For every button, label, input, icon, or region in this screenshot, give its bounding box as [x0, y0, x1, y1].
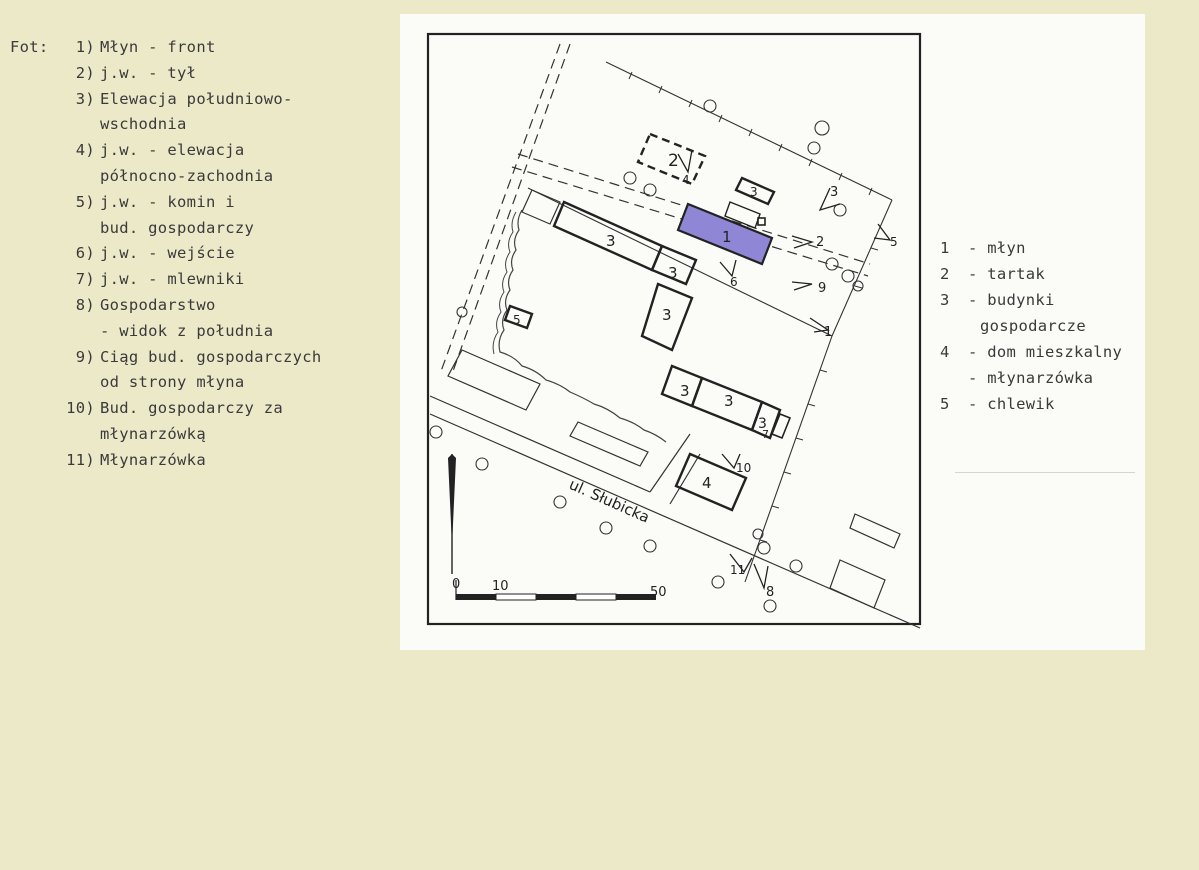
caption-number: 11): [66, 450, 95, 469]
legend-text: - budynki: [968, 291, 1055, 309]
legend-text: - chlewik: [968, 395, 1055, 413]
fence-ticks: [628, 71, 879, 543]
label-outbuilding-3: 3: [662, 306, 672, 324]
photo-number-7: 7: [762, 428, 769, 441]
building-pigsty: [503, 304, 534, 330]
unnumbered-buildings: [447, 189, 901, 609]
photo-number-6: 6: [730, 275, 738, 289]
outbuildings: [552, 176, 792, 440]
caption-text: j.w. - elewacja: [100, 141, 245, 160]
legend-key: 2: [940, 265, 950, 283]
photo-number-3: 3: [830, 185, 838, 200]
photo-number-8: 8: [766, 585, 774, 600]
building-sawmill: [636, 132, 707, 186]
label-outbuilding-4: 3: [750, 185, 758, 199]
scale-label-50: 50: [650, 585, 667, 600]
legend-key: 4: [940, 343, 950, 361]
photo-number-9: 9: [818, 281, 826, 296]
label-outbuilding-7: 3: [758, 416, 767, 432]
label-house: 4: [702, 474, 712, 492]
caption-text: Młynarzówka: [100, 450, 206, 469]
scale-label-0: 0: [452, 577, 460, 592]
caption-text: j.w. - komin i: [100, 192, 235, 211]
caption-text: Młyn - front: [100, 38, 216, 56]
site-plan-sheet: 2 1 3 3 3 3 3 3 3 5 4: [400, 14, 1145, 650]
caption-text: od strony młyna: [100, 373, 245, 392]
caption-number: 10): [66, 399, 95, 418]
legend-text: - dom mieszkalny: [968, 343, 1123, 361]
building-outbuilding-corner: [650, 244, 698, 286]
photo-number-5: 5: [890, 235, 898, 249]
building-mill: [676, 202, 774, 266]
photo-number-1: 1: [824, 325, 832, 340]
building-house: [674, 452, 748, 512]
photo-number-2: 2: [816, 235, 824, 250]
photo-viewpoints: [677, 149, 892, 591]
caption-text: j.w. - wejście: [100, 244, 235, 263]
caption-prefix: Fot:: [10, 38, 49, 56]
label-mill: 1: [722, 228, 732, 246]
label-pigsty: 5: [513, 313, 521, 327]
building-outbuilding-small: [734, 176, 776, 206]
label-sawmill: 2: [668, 151, 679, 171]
caption-text: Gospodarstwo: [100, 295, 216, 314]
label-outbuilding-5: 3: [680, 382, 690, 400]
caption-text: - widok z południa: [100, 321, 274, 340]
scale-label-10: 10: [492, 579, 509, 594]
photo-number-10: 10: [736, 461, 751, 475]
property-boundary-fence: [527, 61, 893, 583]
caption-text: północno-zachodnia: [100, 166, 274, 185]
building-outbuilding-row-c: [750, 400, 782, 440]
scale-bar: [455, 580, 656, 601]
caption-number: 4): [75, 141, 95, 160]
photo-number-11: 11: [730, 563, 745, 577]
caption-text: j.w. - mlewniki: [100, 270, 245, 289]
map-frame: [426, 32, 922, 626]
caption-text: Ciąg bud. gospodarczych: [100, 347, 322, 366]
legend-text: - młyn: [968, 239, 1026, 257]
legend-text: gospodarcze: [980, 317, 1086, 335]
caption-text: młynarzówką: [100, 424, 206, 443]
hedge: [498, 209, 667, 443]
site-plan-map: 2 1 3 3 3 3 3 3 3 5 4: [426, 32, 922, 629]
caption-text: bud. gospodarczy: [100, 218, 255, 237]
caption-number: 3): [75, 89, 95, 108]
building-outbuilding-wing: [640, 282, 694, 352]
legend-text: - młynarzówka: [968, 369, 1094, 387]
caption-number: 9): [75, 347, 95, 366]
label-outbuilding-2: 3: [668, 264, 678, 282]
caption-text: j.w. - tył: [100, 63, 197, 82]
caption-number: 8): [75, 295, 95, 314]
caption-text: wschodnia: [100, 115, 187, 134]
caption-text: Elewacja południowo-: [100, 89, 293, 108]
legend-text: - tartak: [968, 265, 1046, 283]
trees: [429, 99, 864, 613]
caption-number: 1): [75, 38, 95, 56]
photo-number-4: 4: [682, 173, 690, 187]
label-outbuilding-6: 3: [724, 392, 734, 410]
legend-rule: [955, 472, 1135, 473]
legend-key: 1: [940, 239, 950, 257]
mill-annex: [724, 201, 761, 229]
street-label: ul. Słubicka: [566, 475, 652, 526]
caption-number: 2): [75, 63, 95, 82]
caption-text: Bud. gospodarczy za: [100, 399, 284, 418]
dashed-road: [439, 43, 871, 375]
north-arrow-head: [448, 454, 456, 546]
caption-number: 7): [75, 270, 95, 289]
legend-key: 3: [940, 291, 950, 309]
legend-key: 5: [940, 395, 950, 413]
label-outbuilding-1: 3: [606, 232, 616, 250]
caption-number: 5): [75, 192, 95, 211]
caption-number: 6): [75, 244, 95, 263]
